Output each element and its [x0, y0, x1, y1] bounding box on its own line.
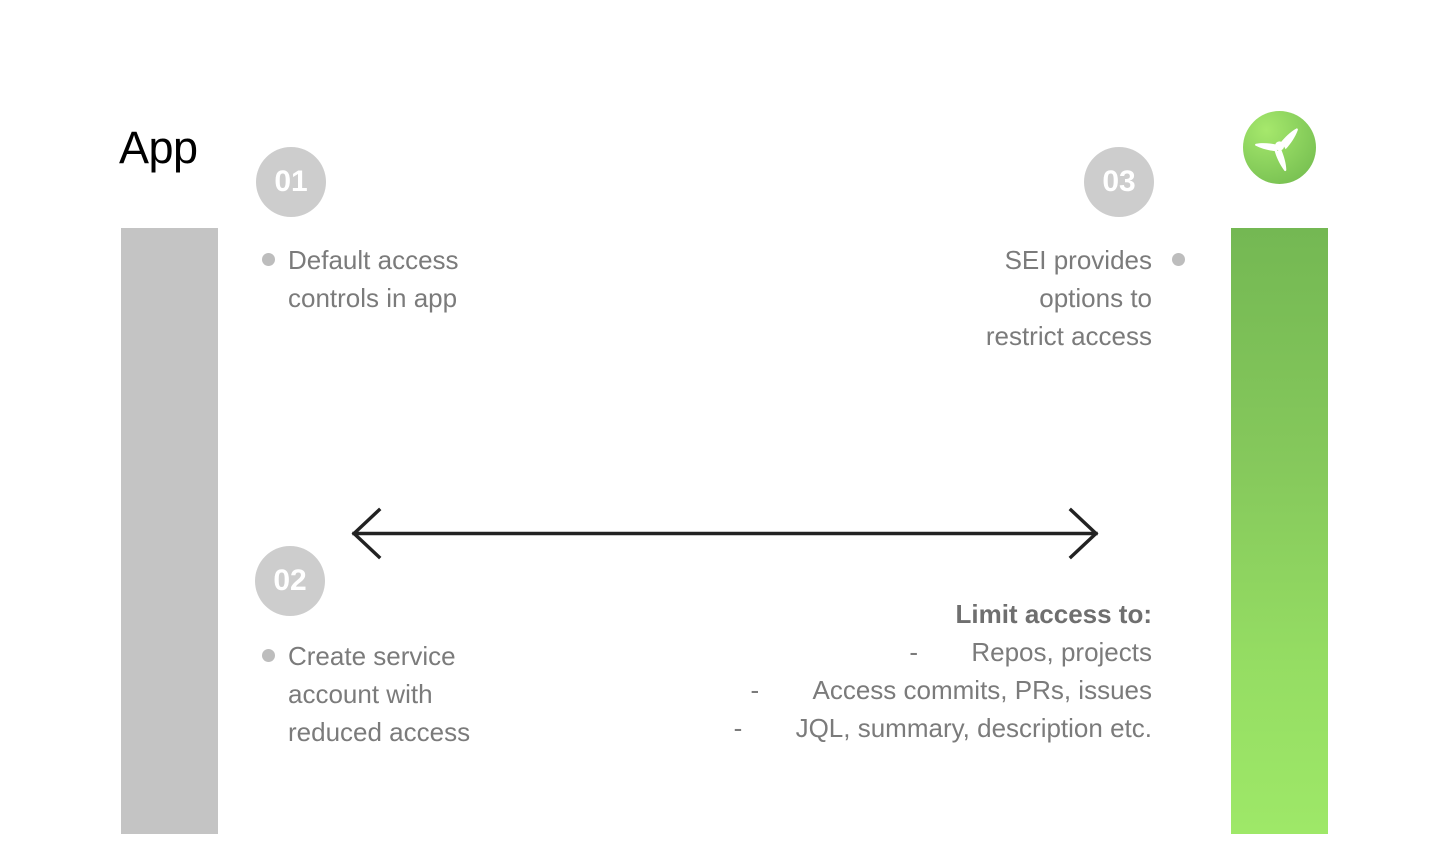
step-text-line: Default access [288, 245, 459, 275]
limit-access-item: - JQL, summary, description etc. [512, 709, 1152, 747]
bullet-dot-icon [262, 253, 275, 266]
step-badge-01: 01 [256, 147, 326, 217]
step-text-01: Default access controls in app [262, 241, 618, 317]
app-column-bar [121, 228, 218, 834]
step-text-line: Create service [288, 641, 456, 671]
sei-column-bar [1231, 228, 1328, 834]
limit-access-item: - Repos, projects [512, 633, 1152, 671]
step-text-02: Create service account with reduced acce… [262, 637, 618, 751]
step-text-line: SEI provides [1004, 245, 1152, 275]
limit-access-item-label: Repos, projects [971, 637, 1152, 667]
page-title: App [119, 122, 198, 173]
limit-access-item: - Access commits, PRs, issues [512, 671, 1152, 709]
limit-access-dash: - [733, 713, 743, 743]
double-headed-arrow [345, 500, 1105, 568]
step-text-line: restrict access [985, 321, 1152, 351]
limit-access-block: Limit access to: - Repos, projects - Acces… [512, 595, 1152, 747]
limit-access-dash: - [750, 675, 760, 705]
limit-access-item-label: JQL, summary, description etc. [795, 713, 1152, 743]
step-text-line: controls in app [288, 283, 458, 313]
step-badge-03: 03 [1084, 147, 1154, 217]
step-text-line: reduced access [288, 717, 471, 747]
step-badge-02: 02 [255, 546, 325, 616]
step-text-line: options to [1039, 283, 1152, 313]
step-text-03: SEI provides options to restrict access [822, 241, 1185, 355]
bullet-dot-icon [262, 649, 275, 662]
step-text-line: account with [288, 679, 433, 709]
limit-access-dash: - [909, 637, 919, 667]
bullet-dot-icon [1172, 253, 1185, 266]
limit-access-item-label: Access commits, PRs, issues [812, 675, 1152, 705]
harness-sei-propeller-logo [1243, 111, 1316, 184]
limit-access-title: Limit access to: [955, 599, 1152, 629]
